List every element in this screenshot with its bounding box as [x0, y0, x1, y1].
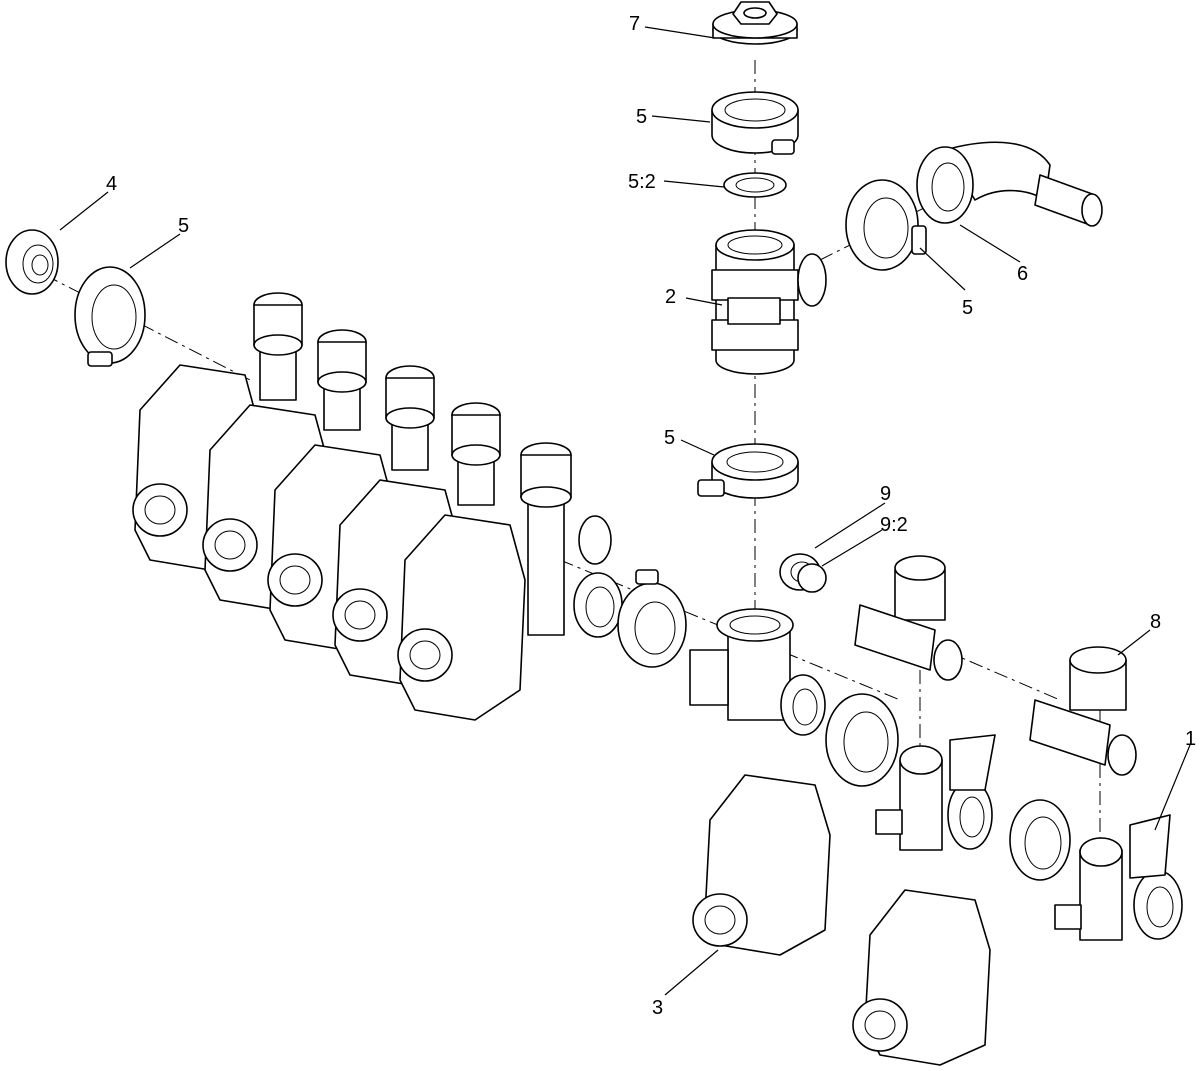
part-5-left-clamp — [74, 266, 146, 367]
motor-valve-manifold — [132, 292, 623, 721]
callout-6: 6 — [1017, 263, 1028, 285]
part-8-valve-body — [1029, 646, 1137, 776]
part-5-clamp-near-base — [825, 693, 899, 787]
part-3-actuator — [692, 774, 831, 956]
callout-3: 3 — [652, 997, 663, 1019]
actuator-5 — [397, 514, 526, 721]
part-5-2-seal-ring — [723, 172, 787, 198]
part-2-tee-fitting — [711, 229, 827, 375]
base-tee-fitting — [689, 608, 826, 736]
part-5-right-clamp — [845, 179, 927, 271]
part-5-mid-clamp — [697, 443, 799, 499]
valve-body-upper — [854, 555, 963, 681]
callout-5-mid: 5 — [664, 427, 675, 449]
part-6-elbow — [916, 141, 1103, 227]
actuator-lower-right — [852, 889, 991, 1066]
knob-3 — [385, 365, 435, 471]
tee-with-bracket — [875, 734, 996, 851]
part-5-top-clamp — [711, 91, 799, 155]
callout-labels: 7 5 5:2 4 5 2 6 5 5 9 9:2 8 1 3 — [106, 13, 1196, 1019]
knob-2 — [317, 329, 367, 431]
knob-5 — [520, 442, 623, 638]
callout-1: 1 — [1185, 728, 1196, 750]
callout-9: 9 — [880, 483, 891, 505]
callout-8: 8 — [1150, 611, 1161, 633]
callout-5-2: 5:2 — [628, 171, 656, 193]
callout-5-left: 5 — [178, 215, 189, 237]
callout-2: 2 — [665, 286, 676, 308]
knob-4 — [451, 402, 501, 506]
callout-7: 7 — [629, 13, 640, 35]
callout-4: 4 — [106, 173, 117, 195]
knob-1 — [253, 292, 303, 401]
clamp-lower-right — [1009, 799, 1071, 881]
part-7-cap — [712, 1, 798, 45]
part-1-tee-assembly — [1054, 814, 1183, 941]
callout-9-2: 9:2 — [880, 514, 908, 536]
part-4-end-cap — [5, 229, 59, 295]
callout-5-top: 5 — [636, 106, 647, 128]
callout-5-right: 5 — [962, 297, 973, 319]
part-5-lower-clamp — [617, 569, 687, 668]
part-9-nipple — [779, 553, 827, 593]
leader-lines — [59, 26, 1191, 996]
